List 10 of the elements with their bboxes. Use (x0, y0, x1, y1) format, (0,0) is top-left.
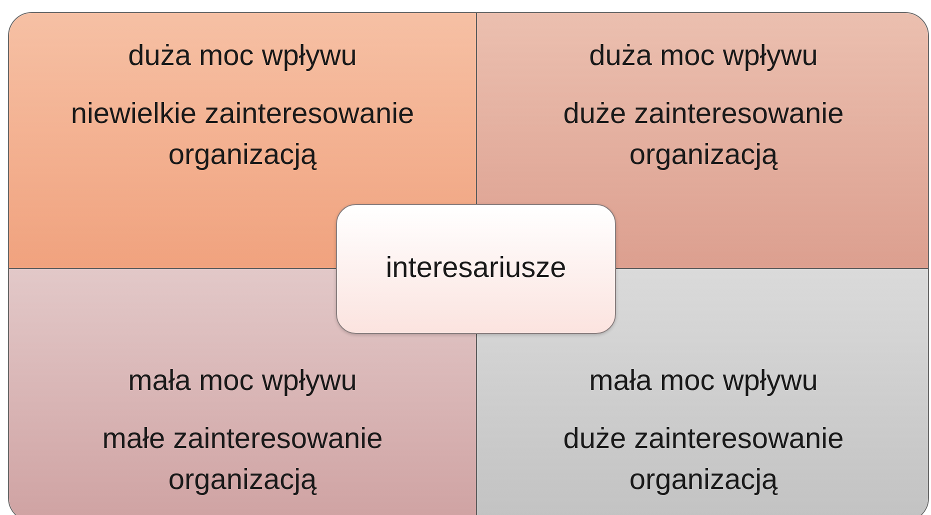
quadrant-heading: duża moc wpływu (128, 39, 357, 74)
quadrant-heading: duża moc wpływu (589, 39, 818, 74)
center-label: interesariusze (386, 251, 566, 286)
quadrant-description: duże zainteresowanie organizacją (562, 422, 845, 498)
quadrant-description: niewielkie zainteresowanie organizacją (70, 96, 416, 173)
quadrant-heading: mała moc wpływu (589, 364, 818, 399)
quadrant-description: duże zainteresowanie organizacją (562, 96, 845, 173)
quadrant-heading: mała moc wpływu (128, 364, 357, 399)
center-box (336, 204, 616, 334)
quadrant-description: małe zainteresowanie organizacją (101, 422, 384, 498)
